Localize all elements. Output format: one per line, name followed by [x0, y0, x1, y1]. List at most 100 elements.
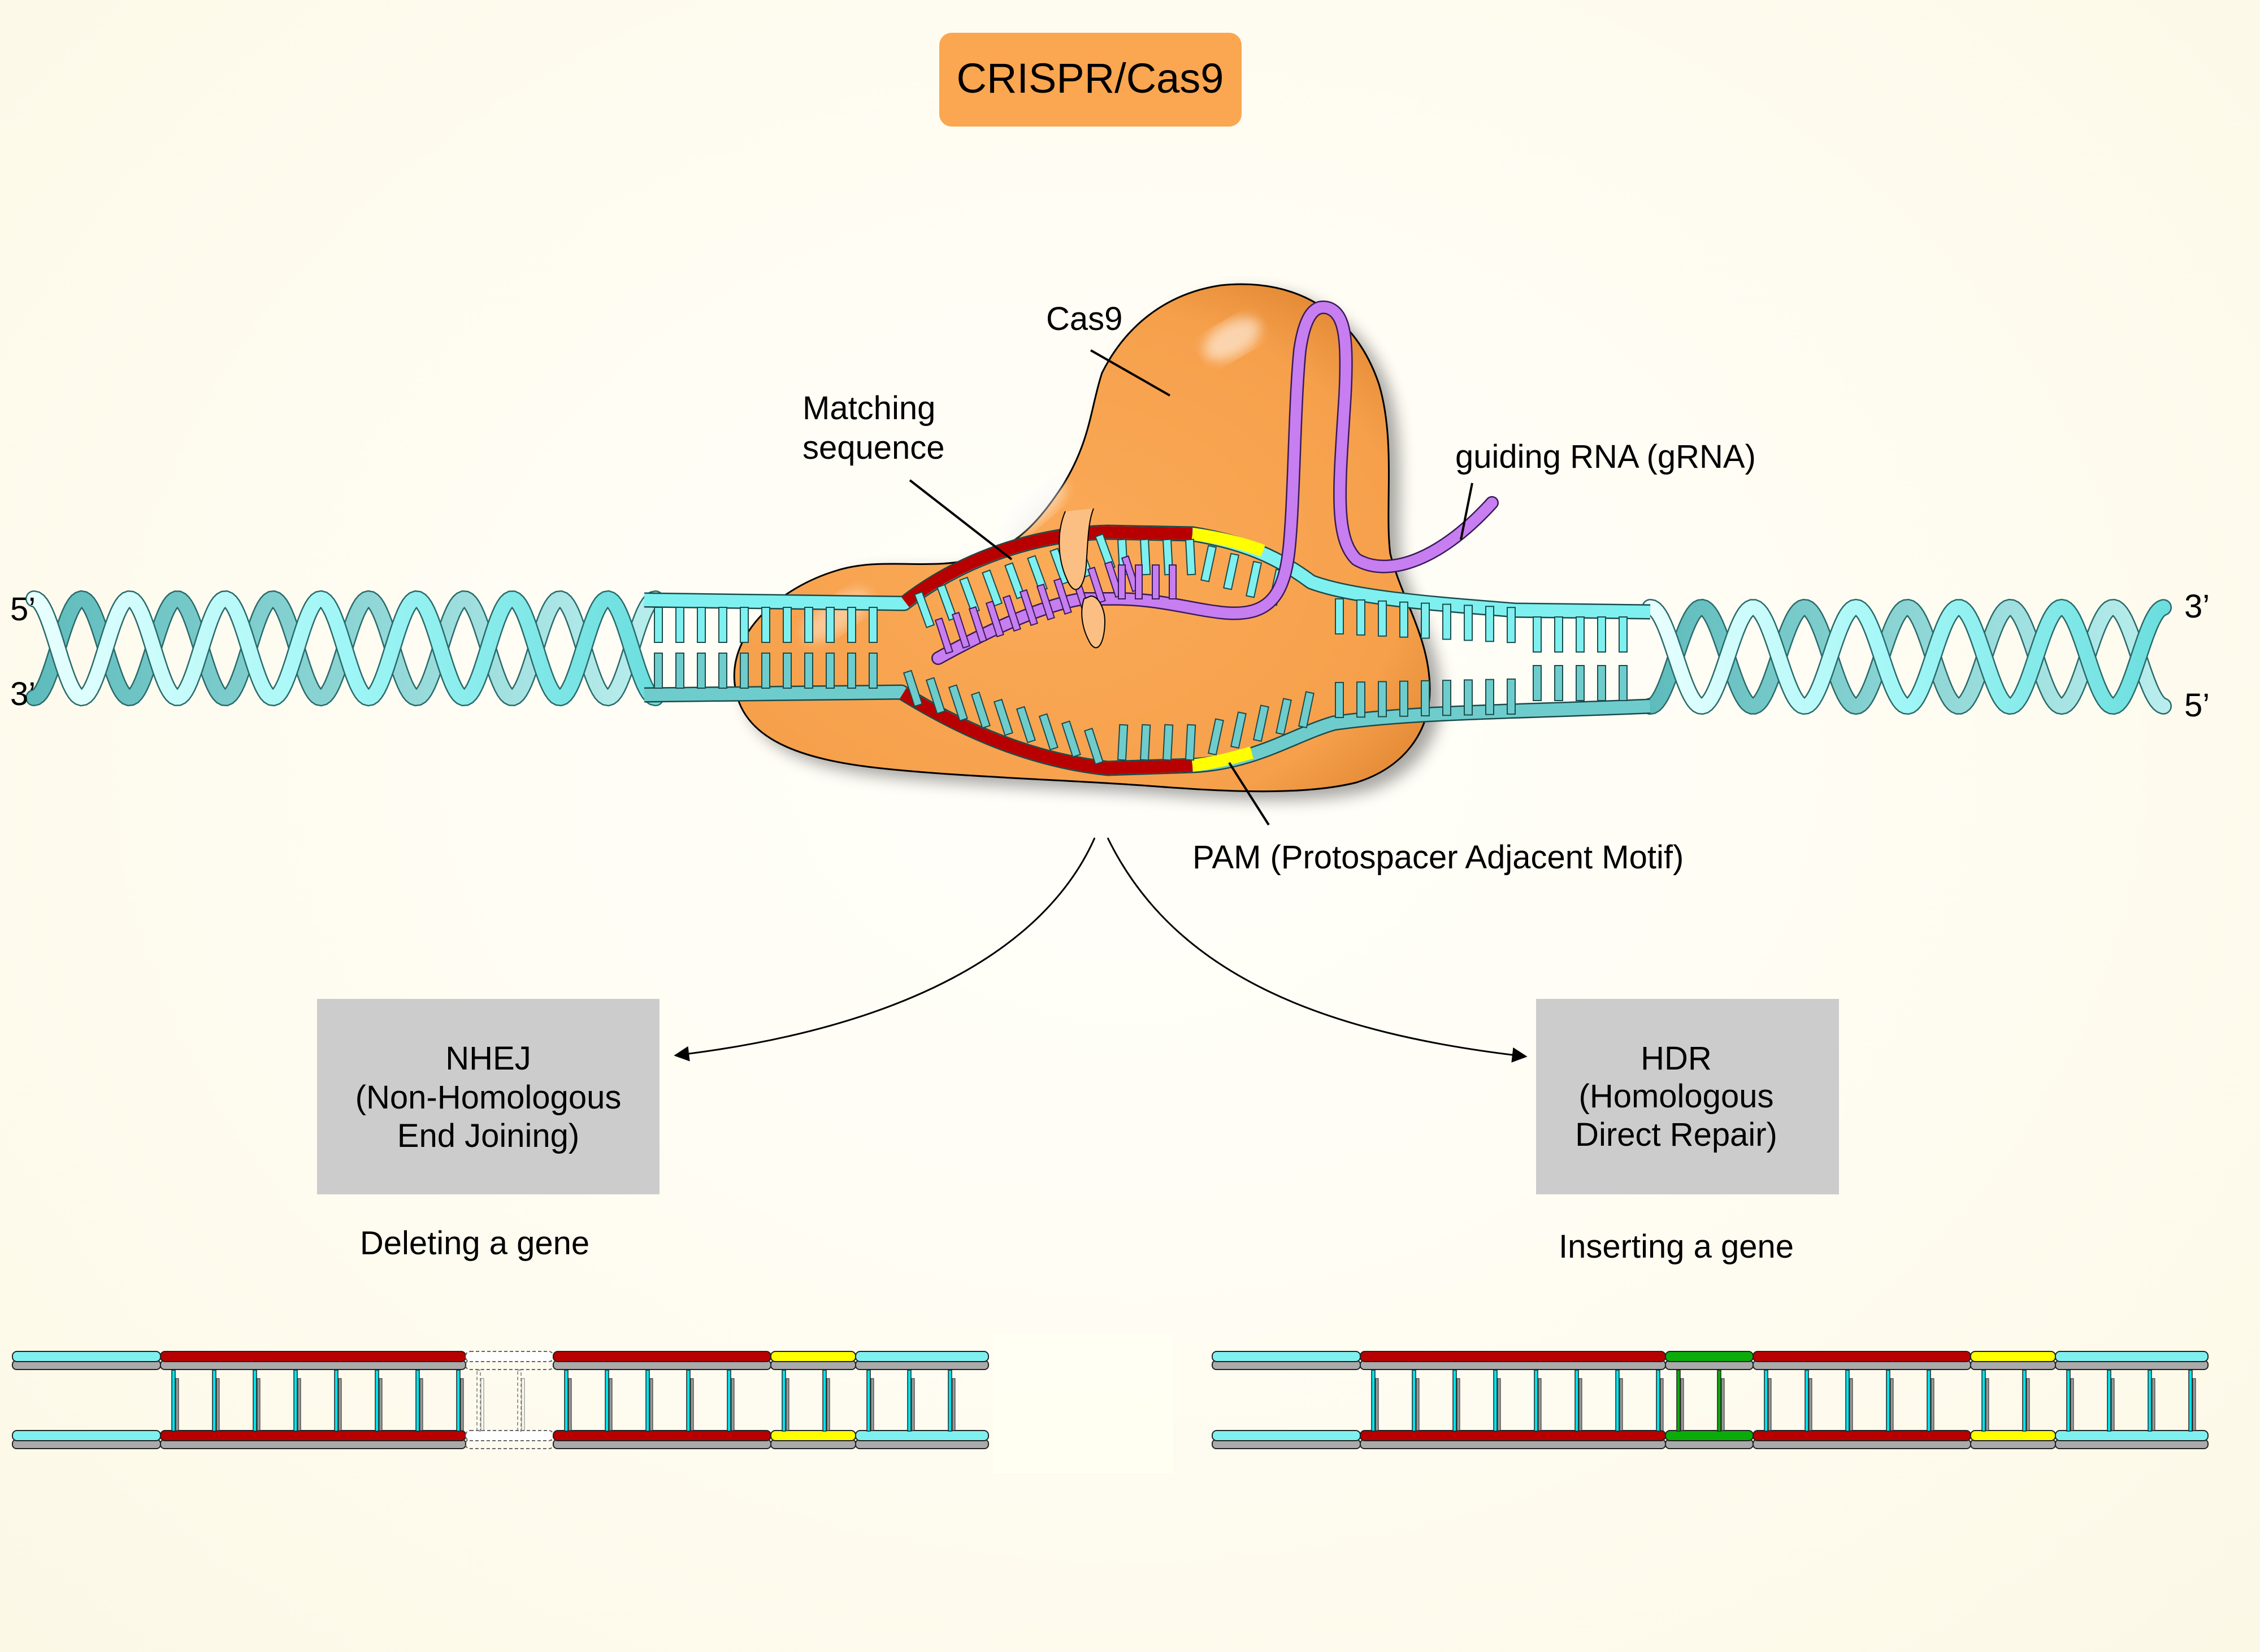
repair-base-pair-shadow: [338, 1378, 342, 1431]
base-pair-rung: [783, 653, 792, 689]
repair-base-pair: [1845, 1370, 1850, 1432]
repair-base-pair: [2066, 1370, 2071, 1432]
repair-base-pair-shadow: [257, 1378, 261, 1431]
base-pair-rung: [1223, 553, 1240, 590]
left-top-end-label: 5’: [10, 591, 36, 628]
base-pair-rung: [1399, 680, 1408, 717]
base-pair-rung: [1139, 538, 1151, 576]
repair-base-pair: [1615, 1370, 1620, 1432]
grna-label: guiding RNA (gRNA): [1455, 438, 1756, 475]
repair-base-pair: [517, 1370, 522, 1432]
repair-base-pair: [1676, 1370, 1681, 1432]
base-pair-rung: [1485, 679, 1494, 715]
segment-deleted: [465, 1430, 554, 1441]
repair-base-pair: [907, 1370, 912, 1432]
base-pair-rung: [869, 607, 878, 643]
nhej-line3: End Joining): [397, 1118, 579, 1154]
repair-base-pair: [1452, 1370, 1457, 1432]
right-bottom-end-label: 5’: [2184, 687, 2210, 724]
repair-base-pair-shadow: [1416, 1378, 1420, 1431]
base-pair-rung: [761, 607, 770, 643]
base-pair-rung: [1576, 616, 1585, 653]
base-pair-rung: [740, 607, 749, 643]
repair-base-pair: [1493, 1370, 1498, 1432]
repair-base-pair-shadow: [175, 1378, 179, 1431]
base-pair-rung: [1139, 724, 1151, 761]
repair-base-pair-shadow: [870, 1378, 874, 1431]
segment-target: [160, 1351, 466, 1362]
repair-base-pair: [293, 1370, 298, 1432]
segment-deleted: [465, 1351, 554, 1362]
base-pair-rung: [1597, 665, 1606, 701]
repair-base-pair-shadow: [690, 1378, 694, 1431]
repair-base-pair-shadow: [911, 1378, 915, 1431]
cas9-highlight: [1002, 480, 1066, 537]
segment-target: [553, 1351, 771, 1362]
left-bottom-end-label: 3’: [10, 676, 36, 712]
base-pair-rung: [1597, 616, 1606, 653]
leader-lines: [909, 349, 1473, 826]
repair-base-pair-shadow: [379, 1378, 383, 1431]
base-pair-rung: [993, 698, 1013, 736]
grna-base: [1053, 577, 1072, 615]
repair-base-pair-shadow: [609, 1378, 613, 1431]
base-pair-rung: [1442, 680, 1451, 716]
nhej-result-panel: [993, 1334, 1173, 1473]
base-pair-rung: [1399, 601, 1408, 638]
cleavage-finger-top: [1059, 508, 1094, 590]
segment-insert: [1665, 1351, 1754, 1362]
hdr-outcome: Inserting a gene: [1559, 1228, 1794, 1265]
helix-strand-back: [1643, 600, 2171, 714]
repair-base-pair: [476, 1370, 481, 1432]
base-pair-rung: [1554, 616, 1563, 653]
segment-target: [1753, 1351, 1971, 1362]
segment-flank: [855, 1430, 989, 1441]
base-pair-rung: [826, 607, 835, 643]
base-pair-rung: [826, 653, 835, 689]
base-pair-rung: [982, 569, 1003, 607]
repair-base-pair-shadow: [1808, 1378, 1812, 1431]
repair-base-pair: [212, 1370, 216, 1432]
base-pair-rung: [914, 591, 935, 628]
repair-base-pair: [782, 1370, 786, 1432]
repair-base-pair: [1886, 1370, 1890, 1432]
base-pair-rung: [1185, 724, 1196, 761]
repair-base-pair: [686, 1370, 691, 1432]
repair-base-pair-shadow: [1849, 1378, 1853, 1431]
base-pair-rung: [1162, 724, 1174, 761]
base-pair-rung: [1507, 607, 1516, 644]
base-pair-rung: [1016, 706, 1036, 744]
base-pair-rung: [1378, 600, 1387, 637]
grna-base: [1118, 564, 1126, 599]
repair-base-pair: [171, 1370, 176, 1432]
segment-pam: [770, 1351, 856, 1362]
repair-base-pair: [866, 1370, 871, 1432]
repair-base-pair-shadow: [2070, 1378, 2074, 1431]
repair-base-pair-shadow: [419, 1378, 423, 1431]
repair-base-pair: [375, 1370, 379, 1432]
repair-base-pair-shadow: [786, 1378, 790, 1431]
base-pair-rung: [1335, 682, 1344, 718]
repair-base-pair-shadow: [1768, 1378, 1772, 1431]
segment-flank: [855, 1351, 989, 1362]
hdr-box: [1536, 999, 1839, 1194]
pathway-nhej: NHEJ (Non-Homologous End Joining) Deleti…: [317, 999, 660, 1262]
repair-base-pair: [1717, 1370, 1721, 1432]
grna-base: [1152, 564, 1160, 599]
base-pair-rung: [1619, 665, 1628, 701]
grna-base: [951, 611, 970, 649]
base-pair-rung: [903, 670, 923, 707]
segment-flank: [12, 1430, 161, 1441]
segment-insert: [1665, 1430, 1754, 1441]
cas9-highlight: [1204, 318, 1260, 360]
repair-base-pair: [1981, 1370, 1986, 1432]
segment-flank: [2055, 1351, 2209, 1362]
base-pair-rung: [1464, 679, 1473, 716]
repair-base-pair-shadow: [952, 1378, 956, 1431]
repair-base-pair: [605, 1370, 609, 1432]
repair-base-pair: [645, 1370, 650, 1432]
segment-flank: [1212, 1351, 1361, 1362]
repair-base-pair: [1927, 1370, 1931, 1432]
nhej-result-dna: [12, 1351, 989, 1449]
repair-base-pair-shadow: [731, 1378, 735, 1431]
